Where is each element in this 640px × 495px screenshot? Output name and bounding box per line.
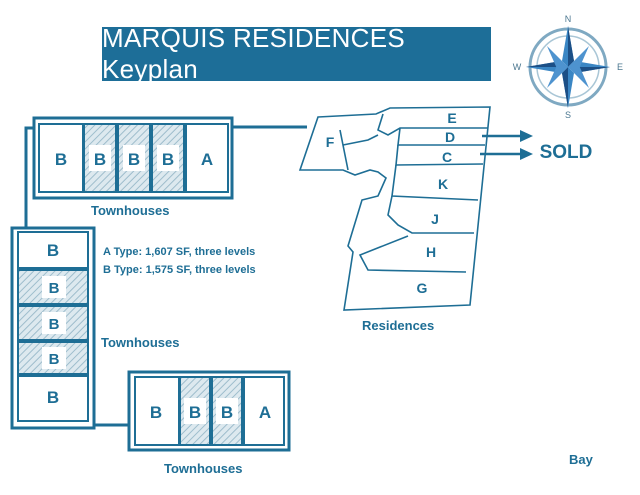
residences-building [298,106,491,311]
townhouses-label-bottom: Townhouses [164,461,243,476]
compass-e: E [617,62,623,72]
unit-label: A [259,403,271,422]
townhouses-label-left: Townhouses [101,335,180,350]
wing-label-e: E [447,110,456,126]
wing-label-d: D [445,129,455,145]
unit-type-a: A Type: 1,607 SF, three levels [103,246,256,258]
wing-label-j: J [431,211,439,227]
wing-label-k: K [438,176,448,192]
sold-label: SOLD [540,142,593,163]
residences-label: Residences [362,318,435,333]
compass-s: S [565,110,571,120]
unit-label: B [47,388,59,407]
townhouses-label-top: Townhouses [91,203,170,218]
unit-type-b: B Type: 1,575 SF, three levels [103,264,256,276]
unit-label: B [128,150,140,169]
wing-label-c: C [442,149,452,165]
unit-label: B [162,150,174,169]
unit-label: A [201,150,213,169]
unit-label: B [189,403,201,422]
compass-n: N [565,14,572,24]
unit-label: B [47,241,59,260]
wing-label-f: F [326,134,335,150]
townhouse-group-bottom: B B B A [127,370,291,452]
compass-w: W [513,62,522,72]
townhouse-group-left: B B B B B [10,226,96,430]
unit-label: B [94,150,106,169]
bay-label: Bay [569,452,593,467]
page-title: MARQUIS RESIDENCES Keyplan [102,23,491,84]
unit-label: B [55,150,67,169]
wing-label-g: G [417,280,428,296]
unit-label: B [150,403,162,422]
wing-label-h: H [426,244,436,260]
compass-rose-icon: N E S W [513,14,623,120]
unit-label: B [221,403,233,422]
townhouse-group-top: B B B B A [32,116,234,200]
sold-arrows [480,130,533,160]
unit-label: B [49,280,60,297]
unit-label: B [49,316,60,333]
unit-label: B [49,351,60,368]
